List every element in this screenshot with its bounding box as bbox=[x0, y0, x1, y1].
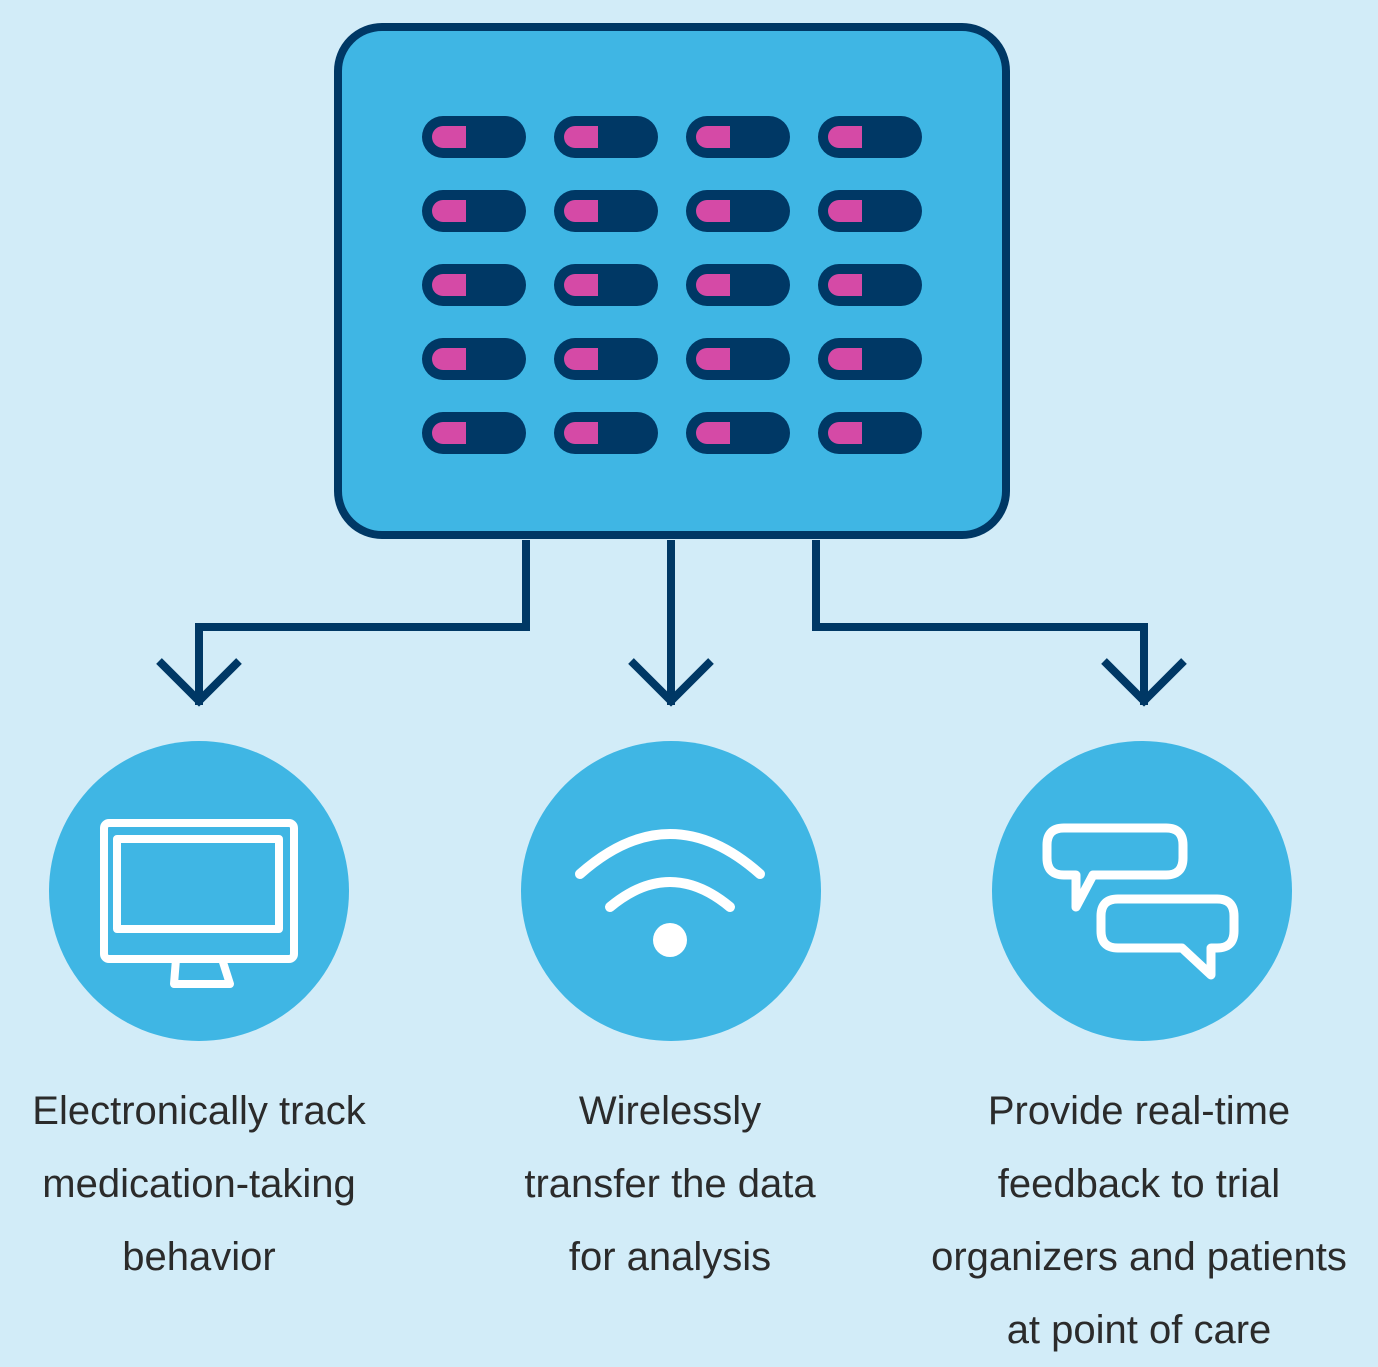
pill-cap bbox=[432, 422, 466, 444]
caption-line: Electronically track bbox=[32, 1089, 366, 1133]
pill-cap bbox=[564, 274, 598, 296]
caption-line: for analysis bbox=[568, 1235, 772, 1279]
pill-capsule bbox=[818, 338, 922, 380]
caption-line: medication-taking bbox=[42, 1162, 356, 1206]
pill-cap bbox=[696, 422, 730, 444]
pill-capsule bbox=[818, 264, 922, 306]
arrow-head-right bbox=[1101, 658, 1187, 707]
pill-capsule bbox=[554, 264, 658, 306]
pill-cap bbox=[828, 422, 862, 444]
pill-blister-pack-icon bbox=[334, 23, 1010, 539]
caption-line: feedback to trial bbox=[997, 1162, 1281, 1206]
pill-capsule bbox=[422, 412, 526, 454]
pill-cap bbox=[828, 274, 862, 296]
pill-capsule bbox=[422, 264, 526, 306]
connector-line-left bbox=[195, 540, 530, 705]
pill-cap bbox=[696, 274, 730, 296]
pill-cap bbox=[432, 126, 466, 148]
pill-capsule bbox=[818, 190, 922, 232]
arrow-head-left bbox=[156, 658, 242, 707]
caption-line: transfer the data bbox=[524, 1162, 816, 1206]
pill-capsule bbox=[554, 412, 658, 454]
pill-capsule bbox=[554, 190, 658, 232]
pill-cap bbox=[696, 126, 730, 148]
pill-capsule bbox=[686, 412, 790, 454]
caption-feedback: Provide real-time feedback to trial orga… bbox=[900, 1075, 1378, 1367]
output-circle-feedback bbox=[992, 741, 1292, 1041]
pill-capsule bbox=[818, 116, 922, 158]
pill-cap bbox=[828, 200, 862, 222]
output-circle-track bbox=[49, 741, 349, 1041]
pill-cap bbox=[564, 422, 598, 444]
pill-cap bbox=[564, 200, 598, 222]
pill-capsule bbox=[422, 116, 526, 158]
pill-capsule bbox=[686, 190, 790, 232]
pill-cap bbox=[564, 126, 598, 148]
wifi-icon bbox=[575, 829, 765, 957]
pill-cap bbox=[432, 348, 466, 370]
computer-monitor-icon bbox=[100, 819, 298, 988]
pill-cap bbox=[828, 126, 862, 148]
pill-cap bbox=[564, 348, 598, 370]
pill-capsule bbox=[686, 264, 790, 306]
arrow-head-middle bbox=[628, 658, 714, 707]
pill-cap bbox=[828, 348, 862, 370]
pill-cap bbox=[696, 348, 730, 370]
pill-capsule bbox=[686, 116, 790, 158]
pill-capsule bbox=[422, 190, 526, 232]
pill-capsule bbox=[818, 412, 922, 454]
caption-transfer: Wirelessly transfer the data for analysi… bbox=[470, 1075, 870, 1294]
pill-cap bbox=[696, 200, 730, 222]
pill-cap bbox=[432, 274, 466, 296]
pill-cap bbox=[432, 200, 466, 222]
pill-capsule bbox=[686, 338, 790, 380]
caption-line: Provide real-time bbox=[987, 1089, 1291, 1133]
pill-grid bbox=[422, 116, 922, 454]
caption-line: Wirelessly bbox=[578, 1089, 762, 1133]
pill-capsule bbox=[422, 338, 526, 380]
caption-line: at point of care bbox=[1006, 1308, 1272, 1352]
connector-line-right bbox=[812, 540, 1148, 705]
caption-track: Electronically track medication-taking b… bbox=[0, 1075, 398, 1294]
chat-bubbles-icon bbox=[1042, 823, 1239, 980]
caption-line: behavior bbox=[122, 1235, 276, 1279]
output-circle-transfer bbox=[521, 741, 821, 1041]
connector-arrows bbox=[156, 540, 1187, 707]
caption-line: organizers and patients bbox=[931, 1235, 1347, 1279]
pill-capsule bbox=[554, 116, 658, 158]
pill-capsule bbox=[554, 338, 658, 380]
